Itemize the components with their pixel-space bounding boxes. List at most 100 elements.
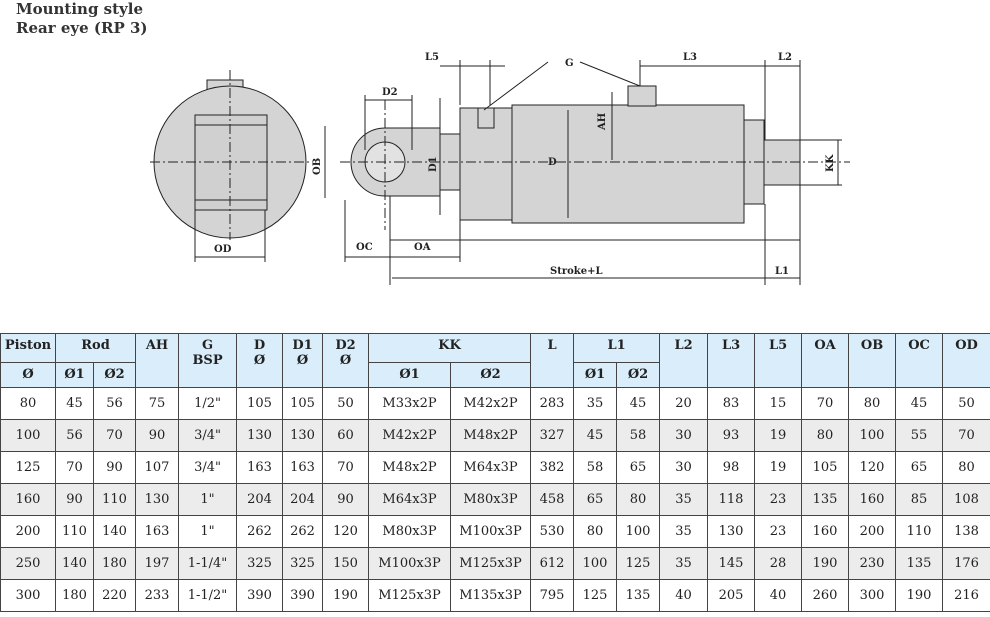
table-cell: 612 <box>530 547 575 580</box>
table-cell: 530 <box>530 515 575 548</box>
table-cell: 163 <box>282 451 324 484</box>
table-cell: 190 <box>801 547 850 580</box>
table-cell: 204 <box>236 483 284 516</box>
table-cell: 107 <box>135 451 180 484</box>
table-cell: 45 <box>616 387 661 420</box>
table-cell: 140 <box>55 547 94 580</box>
table-cell: 130 <box>282 419 324 452</box>
table-cell: 205 <box>707 579 756 612</box>
table-cell: 327 <box>530 419 575 452</box>
header-rod-o1: Ø1 <box>55 362 94 388</box>
table-cell: 204 <box>282 483 324 516</box>
table-cell: 23 <box>754 483 803 516</box>
table-cell: M42x2P <box>450 387 532 420</box>
table-cell: 19 <box>754 451 803 484</box>
header-l2: L2 <box>659 333 709 388</box>
table-cell: 70 <box>322 451 370 484</box>
l2-label: L2 <box>778 52 792 63</box>
table-cell: 163 <box>135 515 180 548</box>
table-cell: 262 <box>236 515 284 548</box>
table-cell: 60 <box>322 419 370 452</box>
table-cell: 325 <box>236 547 284 580</box>
table-cell: 160 <box>801 515 850 548</box>
table-cell: 105 <box>801 451 850 484</box>
table-cell: 65 <box>616 451 661 484</box>
table-cell: 160 <box>848 483 897 516</box>
table-cell: 160 <box>0 483 56 516</box>
table-cell: 150 <box>322 547 370 580</box>
header-piston: Piston <box>0 333 56 363</box>
table-cell: 120 <box>848 451 897 484</box>
table-cell: 70 <box>942 419 990 452</box>
table-cell: 90 <box>92 451 137 484</box>
table-cell: 138 <box>942 515 990 548</box>
table-cell: 19 <box>754 419 803 452</box>
header-ah: AH <box>135 333 180 388</box>
table-cell: 382 <box>530 451 575 484</box>
table-cell: 120 <box>322 515 370 548</box>
table-cell: 260 <box>801 579 850 612</box>
table-cell: 55 <box>895 419 944 452</box>
table-cell: 125 <box>616 547 661 580</box>
d1-label: D1 <box>428 156 439 172</box>
table-cell: 90 <box>55 483 94 516</box>
table-cell: 105 <box>282 387 324 420</box>
cylinder-drawing: OD L5 G L3 L2 D2 AH OB D1 D KK OC OA Str… <box>150 52 850 285</box>
table-cell: 118 <box>707 483 756 516</box>
table-cell: 85 <box>895 483 944 516</box>
table-cell: 93 <box>707 419 756 452</box>
table-cell: 50 <box>322 387 370 420</box>
table-cell: 70 <box>92 419 137 452</box>
table-cell: 58 <box>573 451 618 484</box>
table-cell: 3/4" <box>178 451 238 484</box>
oa-label: OA <box>414 242 431 253</box>
table-cell: 108 <box>942 483 990 516</box>
table-cell: M100x3P <box>450 515 532 548</box>
header-kk-o2: Ø2 <box>450 362 532 388</box>
table-cell: 23 <box>754 515 803 548</box>
table-cell: 200 <box>0 515 56 548</box>
table-cell: 135 <box>895 547 944 580</box>
table-cell: 795 <box>530 579 575 612</box>
table-cell: 45 <box>55 387 94 420</box>
table-cell: 1/2" <box>178 387 238 420</box>
ah-label: AH <box>597 113 608 131</box>
header-od: OD <box>942 333 990 388</box>
table-cell: 197 <box>135 547 180 580</box>
table-cell: 458 <box>530 483 575 516</box>
header-rod-o2: Ø2 <box>92 362 137 388</box>
table-cell: 100 <box>848 419 897 452</box>
table-cell: 30 <box>659 419 709 452</box>
table-cell: 130 <box>236 419 284 452</box>
table-cell: 90 <box>322 483 370 516</box>
table-cell: 80 <box>801 419 850 452</box>
table-cell: 125 <box>573 579 618 612</box>
table-cell: 130 <box>135 483 180 516</box>
table-cell: M48x2P <box>450 419 532 452</box>
table-cell: M80x3P <box>368 515 452 548</box>
table-cell: 180 <box>55 579 94 612</box>
table-cell: 135 <box>616 579 661 612</box>
ob-label: OB <box>312 158 323 175</box>
table-cell: 40 <box>659 579 709 612</box>
table-cell: 110 <box>895 515 944 548</box>
table-cell: 56 <box>55 419 94 452</box>
header-l3: L3 <box>707 333 756 388</box>
table-cell: M64x3P <box>450 451 532 484</box>
table-cell: 56 <box>92 387 137 420</box>
table-cell: 70 <box>801 387 850 420</box>
table-cell: 50 <box>942 387 990 420</box>
table-cell: 100 <box>616 515 661 548</box>
table-cell: 125 <box>0 451 56 484</box>
table-cell: 180 <box>92 547 137 580</box>
